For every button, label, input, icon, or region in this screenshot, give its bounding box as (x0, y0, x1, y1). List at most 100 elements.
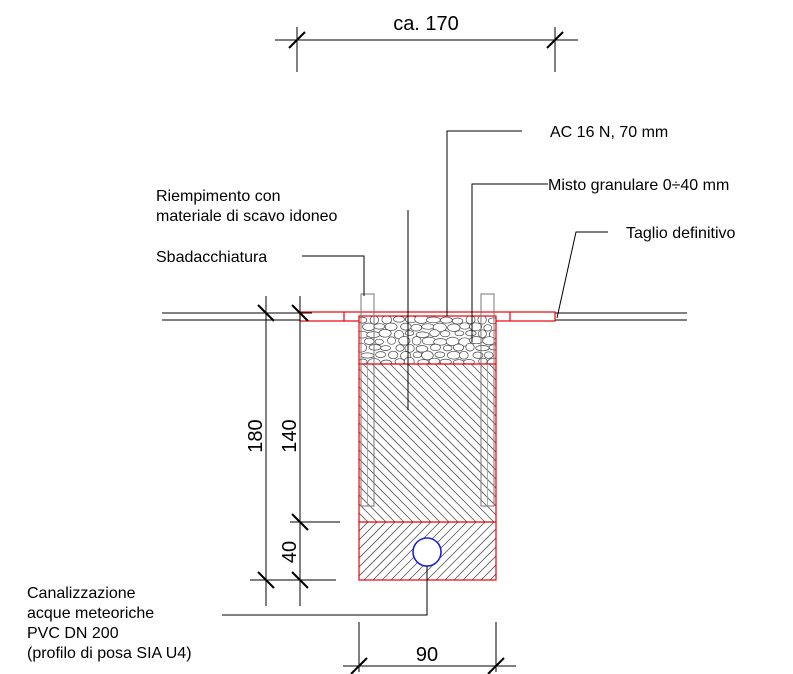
gravel-layer (359, 316, 506, 364)
gravel-stone (459, 322, 471, 330)
hatch-line (359, 522, 378, 541)
hatch-line (588, 364, 746, 522)
hatch-line (426, 522, 486, 580)
trench-width-dimension: 90 (343, 622, 516, 674)
hatch-line (359, 449, 432, 522)
hatch-line (507, 364, 665, 522)
gravel-stone (415, 345, 429, 353)
hatch-line (359, 404, 477, 522)
gravel-stone (373, 323, 386, 330)
hatch-line (381, 522, 441, 580)
hatch-line (642, 364, 793, 522)
hatch-line (407, 364, 496, 453)
hatch-line (363, 522, 423, 580)
total-depth-value: 180 (245, 419, 267, 452)
gravel-stone (393, 316, 405, 323)
hatch-line (561, 364, 719, 522)
hatch-line (425, 364, 496, 435)
gravel-stone (380, 359, 392, 364)
hatch-line (498, 364, 656, 522)
gravel-stone (421, 323, 435, 330)
depth-dimensions: 180 140 40 (245, 296, 340, 606)
gravel-stone (495, 353, 496, 358)
hatch-line (552, 364, 710, 522)
bedding-depth-value: 40 (279, 541, 301, 563)
gravel-stone (439, 358, 452, 364)
gravel-stone (465, 342, 475, 352)
gravel-stone (447, 350, 461, 360)
gravel-stone (443, 344, 453, 352)
hatch-line (371, 364, 496, 489)
gravel-stone (478, 329, 487, 339)
hatch-line (508, 522, 566, 580)
hatch-line (359, 368, 496, 507)
hatch-line (359, 431, 450, 522)
hatch-line (633, 364, 791, 522)
base-layer-label: Misto granulare 0÷40 mm (548, 177, 729, 194)
hatch-line (443, 364, 496, 417)
hatch-line (489, 573, 496, 580)
hatch-line (479, 364, 496, 381)
pipe-bedding-zone (359, 522, 611, 580)
hatch-line (651, 364, 793, 522)
hatch-line (471, 555, 496, 580)
gravel-stone (404, 343, 415, 353)
gravel-stone (387, 336, 397, 345)
gravel-stone (388, 350, 399, 360)
hatch-line (359, 395, 486, 522)
gravel-stone (410, 323, 423, 332)
hatch-line (417, 522, 477, 580)
hatch-line (624, 364, 782, 522)
pipe-label-line3: PVC DN 200 (27, 625, 119, 642)
hatch-line (526, 522, 584, 580)
gravel-stone (404, 330, 415, 336)
gravel-stone (403, 356, 415, 364)
trench-outline (358, 315, 497, 581)
hatch-line (444, 528, 496, 580)
gravel-stone (465, 330, 477, 337)
hatch-line (570, 364, 728, 522)
backfill-label-line2: materiale di scavo idoneo (156, 208, 338, 225)
final-cut-label: Taglio definitivo (626, 225, 736, 242)
hatch-line (499, 522, 557, 580)
gravel-stone (378, 329, 392, 338)
hatch-line (362, 364, 496, 498)
hatch-line (434, 364, 496, 426)
hatch-line (534, 364, 692, 522)
shoring-label: Sbadacchiatura (156, 249, 267, 266)
gravel-stone (497, 322, 506, 331)
top-width-dimension: ca. 170 (275, 13, 578, 72)
pvc-pipe (412, 537, 442, 567)
hatch-line (597, 364, 755, 522)
gravel-stone (439, 316, 453, 324)
hatch-line (359, 485, 396, 522)
shoring-planks (360, 293, 495, 507)
hatch-line (480, 564, 496, 580)
gravel-stone (434, 351, 446, 358)
gravel-stone (375, 351, 386, 358)
gravel-stone (483, 351, 494, 359)
gravel-stone (426, 316, 441, 324)
leader-lines (222, 130, 608, 616)
hatch-line (452, 364, 496, 408)
hatch-line (525, 364, 683, 522)
surface-layer-label: AC 16 N, 70 mm (550, 124, 668, 141)
gravel-stone (477, 316, 487, 325)
gravel-stone (395, 344, 405, 352)
hatch-line (615, 364, 773, 522)
gravel-stone (459, 350, 469, 360)
hatch-line (380, 364, 496, 480)
hatch-line (488, 364, 496, 372)
hatch-line (398, 364, 496, 462)
gravel-stone (483, 324, 493, 332)
gravel-stone (429, 329, 440, 337)
hatch-line (553, 522, 611, 580)
pipe-label-line2: acque meteoriche (27, 605, 154, 622)
pipe-label-line1: Canalizzazione (27, 585, 136, 602)
hatch-line (516, 364, 674, 522)
top-width-value: ca. 170 (393, 13, 459, 35)
hatch-line (359, 522, 405, 568)
gravel-stone (398, 336, 411, 346)
backfill-label-line1: Riempimento con (156, 188, 281, 205)
